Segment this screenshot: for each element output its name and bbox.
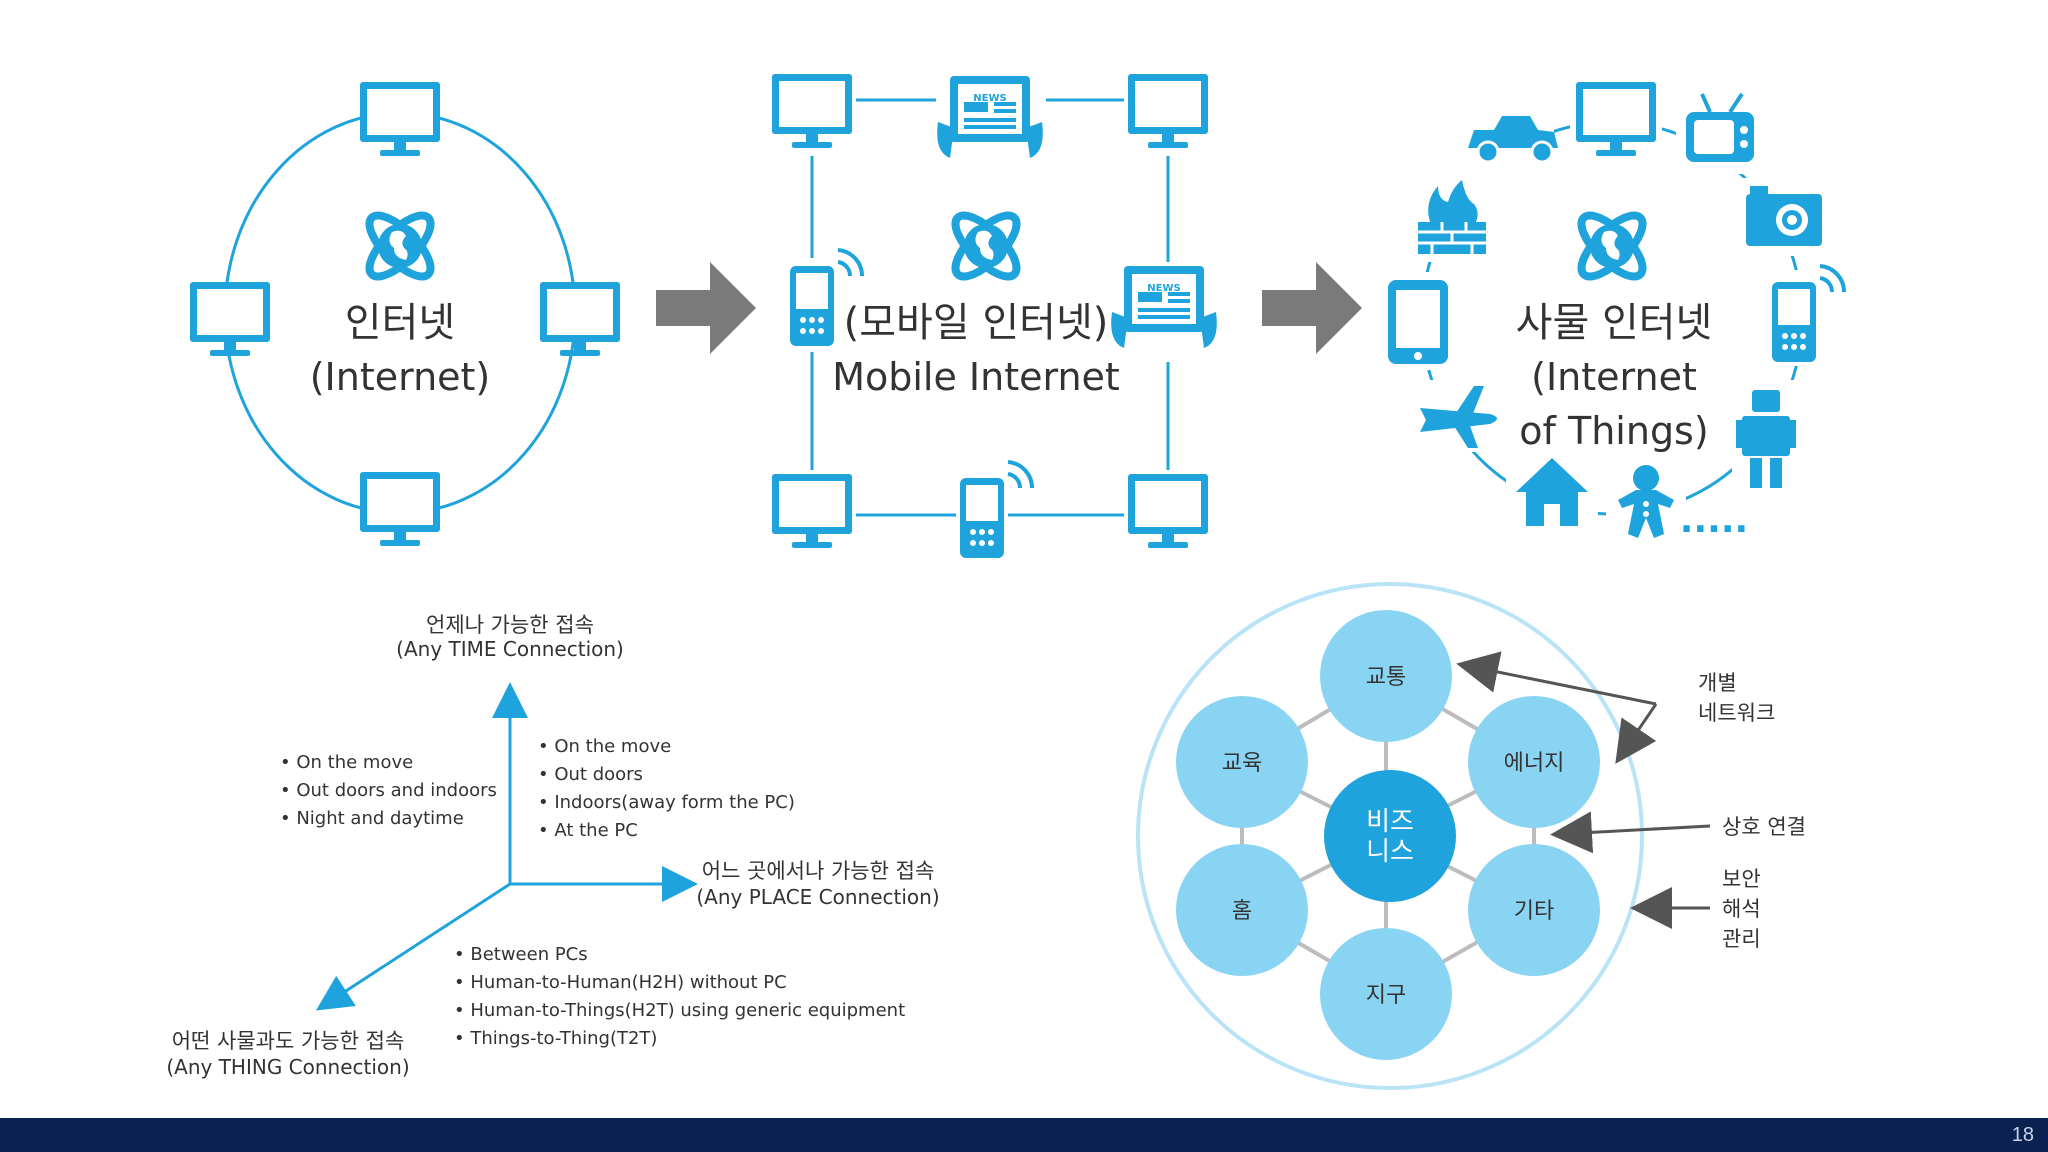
globe-icon bbox=[1572, 206, 1651, 285]
place-axis-title: 어느 곳에서나 가능한 접속 bbox=[702, 859, 935, 883]
business-center-node: 비즈 니스 bbox=[1324, 770, 1456, 902]
iot-subtitle-line1: (Internet bbox=[1531, 355, 1697, 399]
internet-panel: 인터넷 (Internet) bbox=[190, 82, 620, 546]
svg-text:홈: 홈 bbox=[1232, 899, 1252, 924]
svg-text:니스: 니스 bbox=[1366, 837, 1414, 867]
thing-axis-title: 어떤 사물과도 가능한 접속 bbox=[172, 1029, 405, 1053]
car-icon bbox=[1454, 100, 1558, 190]
iot-panel: ..... 사물 인터넷 (Internet of Things) bbox=[1382, 70, 1847, 548]
internet-title: 인터넷 bbox=[345, 300, 455, 346]
svg-text:교통: 교통 bbox=[1366, 665, 1406, 690]
svg-text:지구: 지구 bbox=[1366, 983, 1406, 1008]
mutual-connection-label: 상호 연결 bbox=[1722, 815, 1806, 839]
monitor-icon bbox=[360, 472, 440, 546]
monitor-icon bbox=[540, 282, 620, 356]
list-item: • On the move bbox=[280, 752, 413, 773]
mobile-title: (모바일 인터넷) bbox=[844, 300, 1109, 346]
time-axis-title: 언제나 가능한 접속 bbox=[426, 613, 594, 637]
news-label: NEWS bbox=[1147, 283, 1180, 294]
list-item: • Human-to-Things(H2T) using generic equ… bbox=[454, 1000, 905, 1021]
iot-title: 사물 인터넷 bbox=[1516, 300, 1713, 346]
security-label: 해석 bbox=[1722, 897, 1761, 921]
time-axis-subtitle: (Any TIME Connection) bbox=[396, 637, 624, 661]
business-network: 교통 에너지 기타 지구 홈 교육 비즈 니스 bbox=[1136, 582, 1806, 1090]
robot-icon bbox=[1732, 380, 1800, 492]
thing-axis-subtitle: (Any THING Connection) bbox=[166, 1055, 409, 1079]
network-node: 교통 bbox=[1320, 610, 1452, 742]
list-item: • Indoors(away form the PC) bbox=[538, 792, 795, 813]
list-item: • Things-to-Thing(T2T) bbox=[454, 1028, 657, 1049]
globe-icon bbox=[946, 206, 1025, 285]
airplane-icon bbox=[1412, 380, 1508, 452]
house-icon bbox=[1506, 452, 1598, 532]
monitor-icon bbox=[190, 282, 270, 356]
svg-text:비즈: 비즈 bbox=[1366, 807, 1414, 837]
list-item: • On the move bbox=[538, 736, 671, 757]
internet-subtitle: (Internet) bbox=[310, 355, 491, 399]
list-item: • Night and daytime bbox=[280, 808, 464, 829]
security-label: 보안 bbox=[1722, 867, 1761, 891]
svg-text:교육: 교육 bbox=[1222, 751, 1262, 776]
arrow-icon bbox=[1550, 811, 1711, 854]
iot-subtitle-line2: of Things) bbox=[1519, 409, 1708, 453]
security-label: 관리 bbox=[1722, 927, 1761, 951]
mobile-subtitle: Mobile Internet bbox=[832, 355, 1120, 399]
network-node: 지구 bbox=[1320, 928, 1452, 1060]
gingerbread-icon bbox=[1606, 456, 1686, 548]
list-item: • Between PCs bbox=[454, 944, 588, 965]
individual-network-label: 네트워크 bbox=[1698, 701, 1775, 725]
firewall-icon bbox=[1408, 176, 1496, 262]
news-label: NEWS bbox=[973, 93, 1006, 104]
network-node: 홈 bbox=[1176, 844, 1308, 976]
place-axis-subtitle: (Any PLACE Connection) bbox=[696, 885, 939, 909]
svg-text:에너지: 에너지 bbox=[1504, 751, 1565, 776]
svg-text:기타: 기타 bbox=[1514, 899, 1554, 924]
list-item: • Out doors bbox=[538, 764, 643, 785]
network-node: 교육 bbox=[1176, 696, 1308, 828]
mobile-internet-panel: NEWS NEWS (모바일 인터넷) Mobile Internet bbox=[768, 66, 1224, 564]
arrow-right-icon bbox=[656, 262, 756, 354]
individual-network-label: 개별 bbox=[1698, 671, 1737, 695]
ellipsis-label: ..... bbox=[1680, 500, 1748, 541]
list-item: • Out doors and indoors bbox=[280, 780, 497, 801]
arrow-icon bbox=[1615, 703, 1658, 764]
connectivity-axes: 언제나 가능한 접속 (Any TIME Connection) 어느 곳에서나… bbox=[166, 613, 939, 1079]
arrow-right-icon bbox=[1262, 262, 1362, 354]
page-number: 18 bbox=[2011, 1124, 2034, 1146]
arrow-icon bbox=[1456, 651, 1657, 706]
tv-icon bbox=[1676, 84, 1766, 174]
monitor-icon bbox=[360, 82, 440, 156]
network-node: 기타 bbox=[1468, 844, 1600, 976]
list-item: • At the PC bbox=[538, 820, 638, 841]
thing-axis bbox=[315, 882, 511, 1011]
globe-icon bbox=[360, 206, 439, 285]
tablet-icon bbox=[1382, 272, 1454, 370]
network-node: 에너지 bbox=[1468, 696, 1600, 828]
list-item: • Human-to-Human(H2H) without PC bbox=[454, 972, 787, 993]
footer-bar: 18 bbox=[0, 1118, 2048, 1152]
camera-icon bbox=[1740, 178, 1828, 256]
